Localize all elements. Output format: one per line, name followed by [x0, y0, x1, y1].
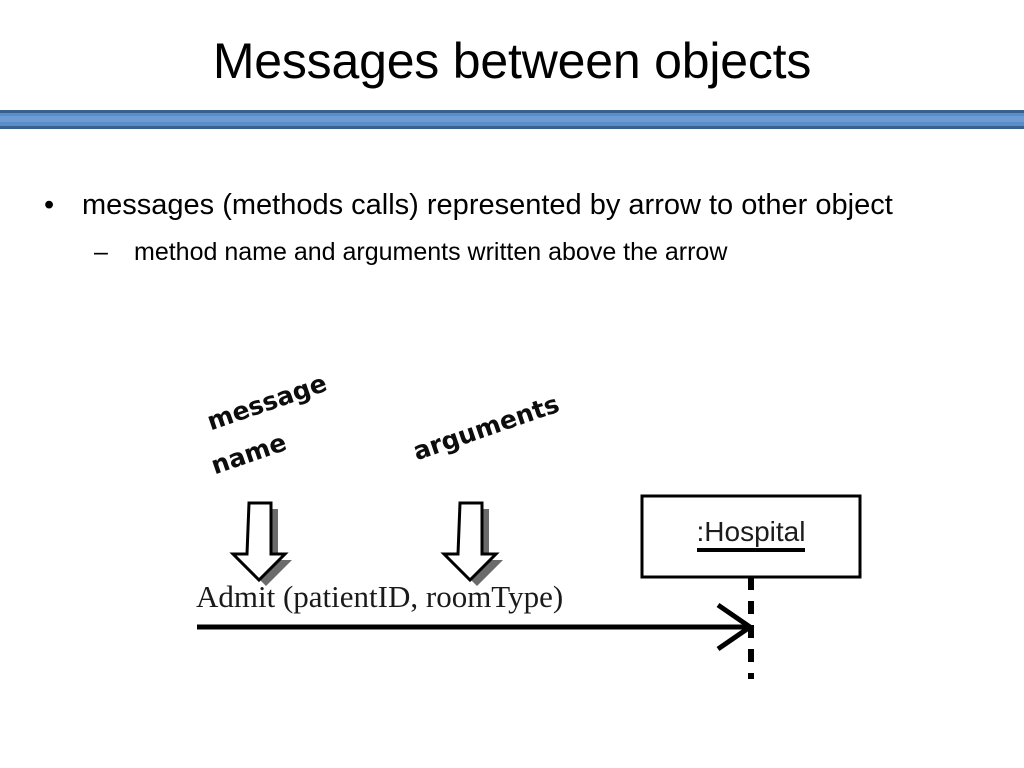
title-divider-highlight — [0, 116, 1024, 122]
pointer-arrow-arguments-body — [440, 501, 500, 583]
bullet-text-primary: messages (methods calls) represented by … — [82, 189, 893, 221]
title-divider-bar — [0, 110, 1024, 129]
bullet-marker-dash: – — [94, 238, 108, 266]
object-box-hospital — [640, 494, 862, 579]
message-arrowhead — [716, 602, 755, 652]
pointer-arrow-message-name — [229, 501, 292, 586]
page-title: Messages between objects — [212, 33, 812, 89]
bullet-list: • messages (methods calls) represented b… — [38, 186, 978, 269]
pointer-arrow-message-name-body — [229, 501, 289, 583]
bullet-item-secondary: – method name and arguments written abov… — [38, 236, 978, 269]
pointer-arrow-arguments — [440, 501, 503, 586]
bullet-item-primary: • messages (methods calls) represented b… — [38, 186, 978, 224]
bullet-text-secondary: method name and arguments written above … — [134, 238, 728, 266]
bullet-marker-dot: • — [44, 189, 55, 221]
